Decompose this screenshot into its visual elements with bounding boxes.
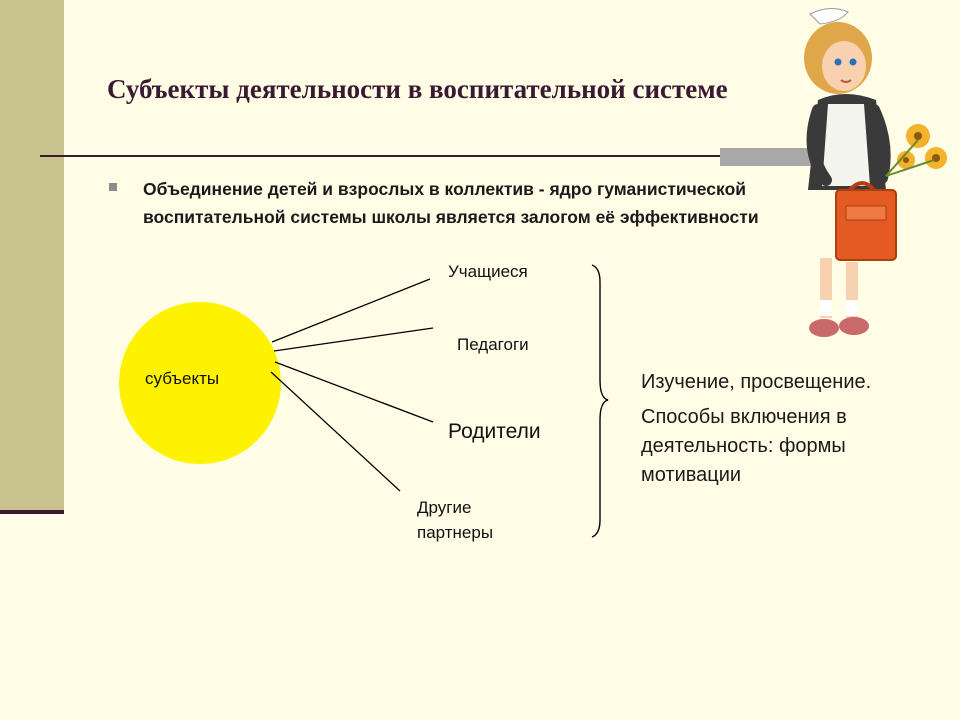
- note-study: Изучение, просвещение.: [641, 371, 872, 393]
- bullet-line-1: Объединение детей и взрослых в коллектив…: [143, 179, 747, 199]
- branch-teachers: Педагоги: [457, 335, 529, 354]
- connector-teachers: [273, 327, 434, 352]
- branch-parents: Родители: [448, 420, 541, 443]
- notes-block: Изучение, просвещение. Способы включения…: [641, 368, 941, 490]
- curly-brace: [591, 264, 609, 538]
- branch-partners-line-1: Другие: [417, 498, 472, 517]
- title-underline: [40, 155, 840, 157]
- note-involvement: Способы включения в деятельность: формы …: [641, 406, 847, 486]
- left-band-divider: [0, 510, 64, 514]
- connector-parents: [274, 361, 434, 423]
- bullet-text: Объединение детей и взрослых в коллектив…: [143, 175, 833, 231]
- left-decorative-band: [0, 0, 64, 512]
- bullet-line-2: воспитательной системы школы является за…: [143, 207, 759, 227]
- connector-partners: [270, 371, 401, 492]
- center-label: субъекты: [145, 369, 220, 388]
- briefcase-icon: [835, 189, 897, 261]
- branch-partners: Другие партнеры: [417, 495, 493, 545]
- slide-title: Субъекты деятельности в воспитательной с…: [107, 74, 728, 104]
- connector-students: [271, 278, 431, 343]
- shoe-icon: [809, 319, 839, 337]
- branch-partners-line-2: партнеры: [417, 523, 494, 542]
- hair-bow-icon: [809, 8, 849, 25]
- bullet-marker: [109, 183, 117, 191]
- schoolgirl-illustration: [804, 8, 947, 337]
- subjects-circle: [119, 302, 281, 464]
- branch-students: Учащиеся: [448, 262, 528, 281]
- face-icon: [822, 41, 866, 91]
- apron-icon: [822, 104, 870, 186]
